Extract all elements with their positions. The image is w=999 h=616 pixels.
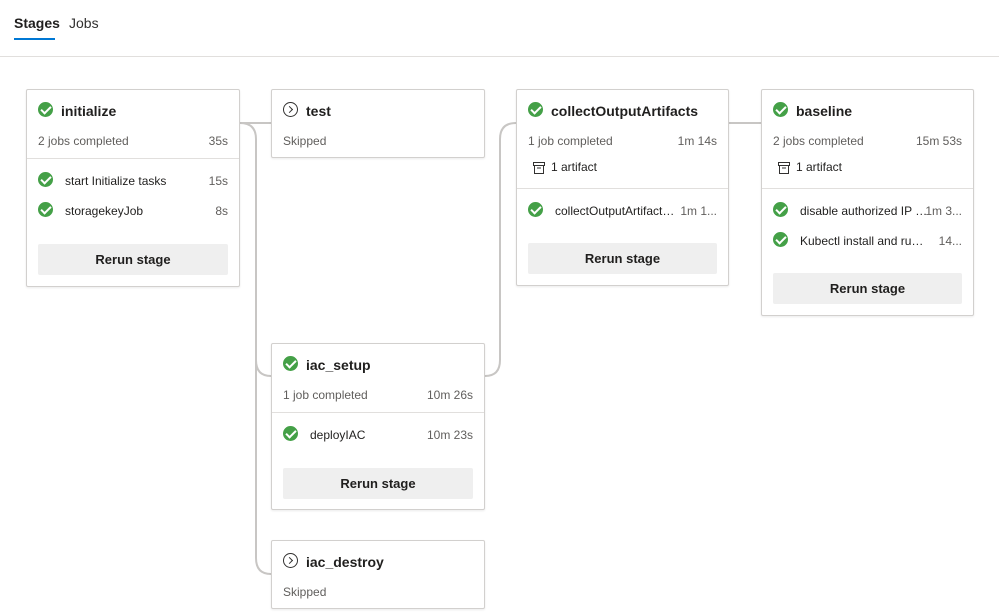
- stage-header[interactable]: test: [272, 90, 484, 130]
- stage-card-collect-output-artifacts[interactable]: collectOutputArtifacts 1 job completed 1…: [516, 89, 729, 286]
- stage-name: test: [306, 103, 331, 119]
- stage-name: initialize: [61, 103, 117, 119]
- check-circle-icon: [528, 202, 543, 217]
- stage-name: collectOutputArtifacts: [551, 103, 699, 119]
- stage-duration: 1m 14s: [677, 134, 717, 148]
- stage-summary: 2 jobs completed: [38, 134, 129, 148]
- rerun-stage-button[interactable]: Rerun stage: [283, 468, 473, 499]
- stage-card-test[interactable]: test Skipped: [271, 89, 485, 158]
- job-row[interactable]: collectOutputArtifactsJ... 1m 1...: [517, 196, 728, 226]
- divider: [27, 158, 239, 159]
- check-circle-icon: [38, 172, 53, 187]
- artifact-link[interactable]: 1 artifact: [778, 160, 842, 174]
- stage-duration: 10m 26s: [426, 388, 473, 402]
- job-duration: 10m 23s: [426, 428, 473, 442]
- tab-bar: Stages Jobs: [0, 0, 999, 57]
- stage-header[interactable]: iac_setup: [272, 344, 484, 384]
- connector-initialize-iac-destroy: [255, 360, 272, 575]
- job-name: Kubectl install and run b...: [800, 234, 930, 248]
- check-circle-icon: [283, 356, 298, 371]
- job-duration: 8s: [215, 204, 228, 218]
- divider: [517, 188, 728, 189]
- divider: [272, 412, 484, 413]
- divider: [762, 188, 973, 189]
- stage-card-initialize[interactable]: initialize 2 jobs completed 35s start In…: [26, 89, 240, 287]
- job-name: deployIAC: [310, 428, 366, 442]
- job-row[interactable]: disable authorized IP ra... 1m 3...: [762, 196, 973, 226]
- job-name: storagekeyJob: [65, 204, 144, 218]
- skipped-circle-icon: [283, 553, 298, 568]
- rerun-stage-button[interactable]: Rerun stage: [528, 243, 717, 274]
- connector-iac-setup-collect: [484, 122, 517, 377]
- stage-summary: Skipped: [283, 134, 327, 148]
- stage-duration: 35s: [208, 134, 228, 148]
- artifact-icon: [778, 161, 790, 174]
- active-tab-indicator: [14, 38, 55, 40]
- job-row[interactable]: Kubectl install and run b... 14...: [762, 226, 973, 256]
- stage-card-baseline[interactable]: baseline 2 jobs completed 15m 53s 1 arti…: [761, 89, 974, 316]
- stage-header[interactable]: baseline: [762, 90, 973, 130]
- stage-summary: 1 job completed: [528, 134, 613, 148]
- job-name: disable authorized IP ra...: [800, 204, 930, 218]
- check-circle-icon: [773, 202, 788, 217]
- job-duration: 1m 1...: [680, 204, 717, 218]
- stage-duration: 15m 53s: [915, 134, 962, 148]
- job-name: collectOutputArtifactsJ...: [555, 204, 679, 218]
- stage-name: iac_destroy: [306, 554, 384, 570]
- connector-initialize-iac-setup: [239, 122, 272, 377]
- job-name: start Initialize tasks: [65, 174, 167, 188]
- job-row[interactable]: start Initialize tasks 15s: [27, 166, 239, 196]
- tab-stages[interactable]: Stages: [14, 15, 60, 31]
- artifact-icon: [533, 161, 545, 174]
- stage-summary: 1 job completed: [283, 388, 368, 402]
- stage-summary: Skipped: [283, 585, 327, 599]
- stage-header[interactable]: initialize: [27, 90, 239, 130]
- job-row[interactable]: deployIAC 10m 23s: [272, 420, 484, 450]
- stage-card-iac-destroy[interactable]: iac_destroy Skipped: [271, 540, 485, 609]
- job-duration: 15s: [208, 174, 228, 188]
- rerun-stage-button[interactable]: Rerun stage: [38, 244, 228, 275]
- job-row[interactable]: storagekeyJob 8s: [27, 196, 239, 226]
- stage-summary: 2 jobs completed: [773, 134, 864, 148]
- stage-card-iac-setup[interactable]: iac_setup 1 job completed 10m 26s deploy…: [271, 343, 485, 510]
- artifact-count: 1 artifact: [796, 160, 843, 174]
- check-circle-icon: [283, 426, 298, 441]
- check-circle-icon: [528, 102, 543, 117]
- stage-name: baseline: [796, 103, 853, 119]
- tab-jobs[interactable]: Jobs: [69, 15, 99, 31]
- check-circle-icon: [773, 232, 788, 247]
- stage-header[interactable]: iac_destroy: [272, 541, 484, 581]
- check-circle-icon: [773, 102, 788, 117]
- artifact-count: 1 artifact: [551, 160, 598, 174]
- skipped-circle-icon: [283, 102, 298, 117]
- artifact-link[interactable]: 1 artifact: [533, 160, 597, 174]
- rerun-stage-button[interactable]: Rerun stage: [773, 273, 962, 304]
- check-circle-icon: [38, 202, 53, 217]
- stage-header[interactable]: collectOutputArtifacts: [517, 90, 728, 130]
- check-circle-icon: [38, 102, 53, 117]
- stage-name: iac_setup: [306, 357, 371, 373]
- job-duration: 1m 3...: [925, 204, 962, 218]
- job-duration: 14...: [938, 234, 962, 248]
